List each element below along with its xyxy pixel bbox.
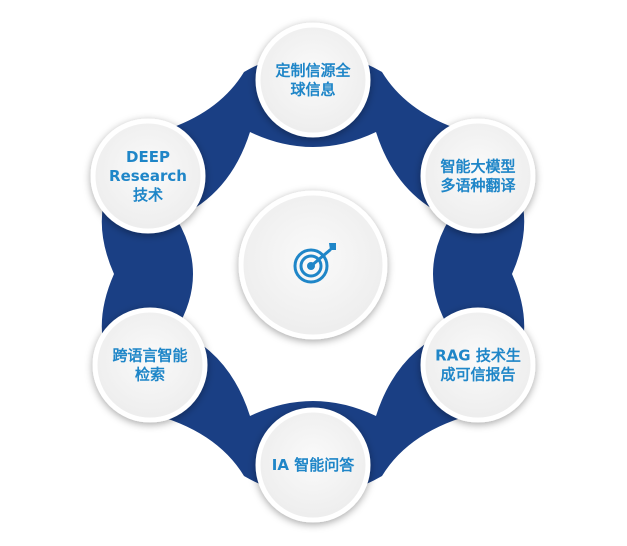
node-label: 球信息 — [290, 81, 335, 99]
node-label: 检索 — [135, 366, 165, 384]
node-label: RAG 技术生 — [435, 347, 521, 365]
node-circle — [255, 22, 371, 138]
node-circle — [255, 407, 371, 523]
node-circle — [90, 118, 206, 234]
node-label: 成可信报告 — [440, 366, 515, 384]
node-bottom: IA 智能问答 — [255, 407, 371, 523]
node-label: 跨语言智能 — [112, 347, 187, 365]
node-circle — [420, 118, 536, 234]
node-label: 智能大模型 — [440, 158, 515, 176]
node-label: 技术 — [133, 186, 163, 204]
node-label: 定制信源全 — [275, 62, 351, 80]
node-label: Research — [109, 167, 187, 185]
node-circle — [92, 307, 208, 423]
node-circle — [420, 307, 536, 423]
node-label: 多语种翻译 — [440, 177, 516, 195]
target-arrow-icon — [293, 243, 336, 284]
node-label: IA 智能问答 — [272, 456, 355, 474]
node-label: DEEP — [126, 148, 170, 166]
